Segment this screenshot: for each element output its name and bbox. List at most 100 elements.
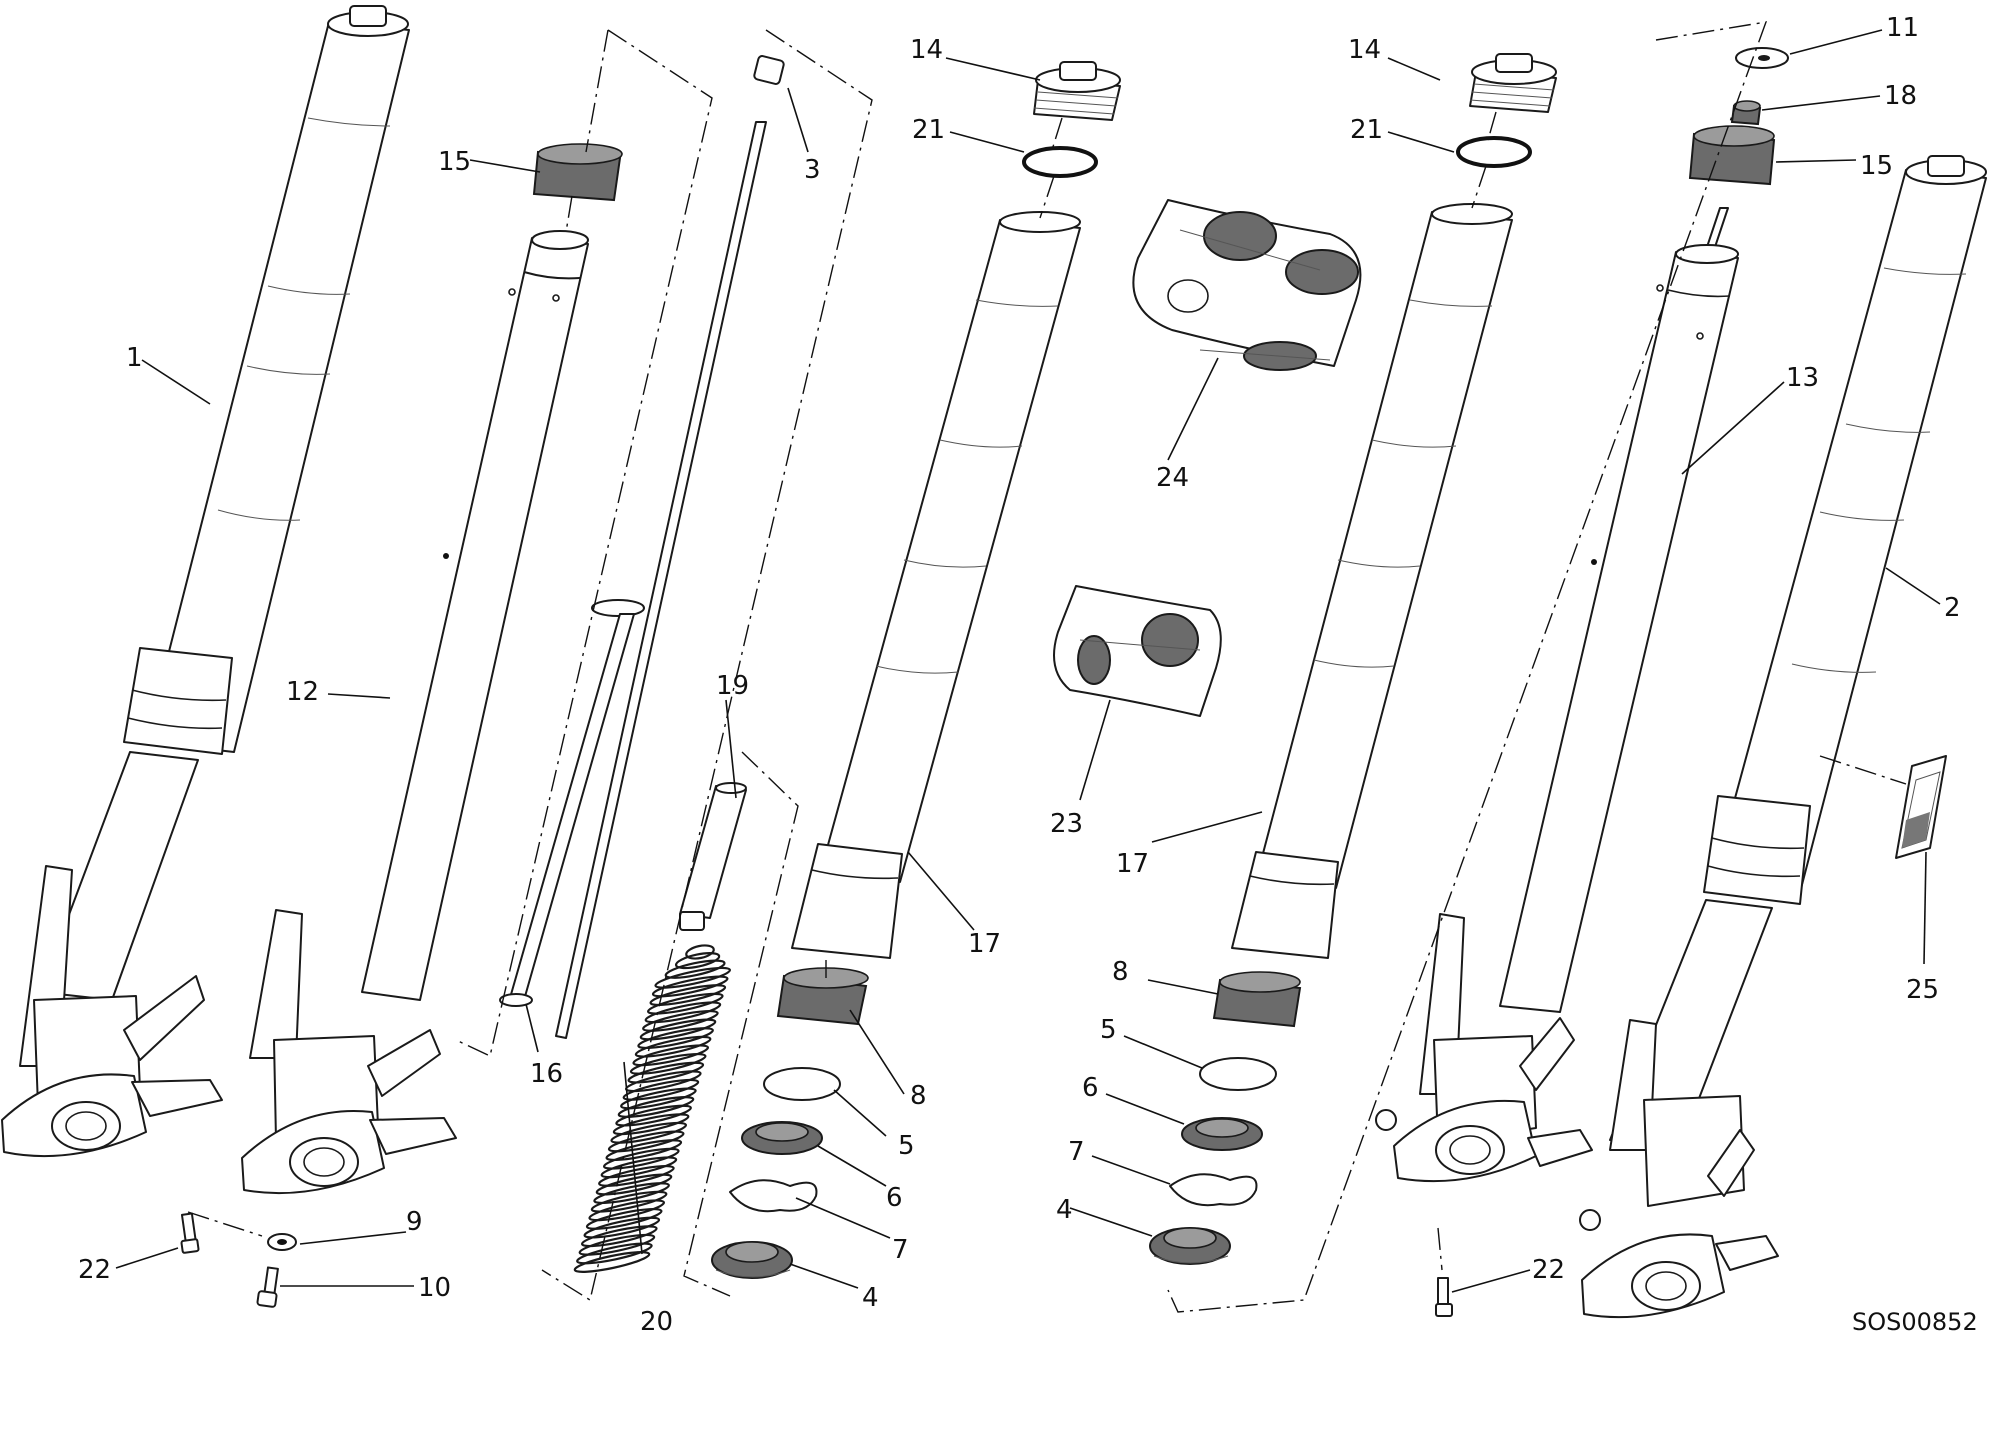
callout-11: 11 [1886, 13, 1919, 43]
part-upper-clamp [1132, 199, 1362, 371]
spring-coil [607, 1130, 685, 1153]
part-fork-leg-right-assembly [1579, 155, 1987, 1319]
spring-coil [647, 992, 724, 1015]
assembly-lines [187, 21, 1907, 1313]
spring-coil [674, 952, 721, 970]
callout-4-left: 4 [862, 1283, 879, 1313]
spring-coil [590, 1190, 668, 1213]
callout-9: 9 [406, 1207, 423, 1237]
part-spacer-right [1688, 125, 1776, 186]
spring-coil [605, 1139, 683, 1162]
part-screw-22-right [1435, 1277, 1453, 1317]
part-outer-tube-left [791, 211, 1081, 959]
part-inner-tube-right [1375, 207, 1739, 1183]
part-inner-tube-left [241, 230, 589, 1195]
spring-coil [593, 1182, 670, 1205]
spring-coil [600, 1156, 678, 1179]
part-reflector [1895, 755, 1947, 859]
spring-coil [612, 1113, 690, 1136]
callout-21-left: 21 [912, 115, 945, 145]
spring-coil [576, 1242, 653, 1265]
callout-14-left: 14 [910, 35, 943, 65]
spring-coil [627, 1061, 705, 1084]
callout-17-right: 17 [1116, 849, 1149, 879]
spring-coil [581, 1225, 658, 1248]
part-seal-6-left [741, 1121, 823, 1155]
spring-coil [617, 1096, 695, 1118]
spring-coil [622, 1078, 700, 1101]
spring-coil [620, 1087, 697, 1110]
callout-15-left: 15 [438, 147, 471, 177]
part-damper-rod [499, 55, 785, 1039]
spring-coil [632, 1044, 709, 1067]
spring-coil [588, 1199, 665, 1222]
spring-coil [637, 1027, 714, 1050]
part-top-cap-left [1033, 61, 1121, 121]
spring-coil [685, 944, 715, 960]
spring-coil [578, 1233, 656, 1256]
part-bushing-8-right [1212, 971, 1302, 1028]
callout-5-left: 5 [898, 1131, 915, 1161]
part-cartridge [679, 782, 747, 931]
callout-6-right: 6 [1082, 1073, 1099, 1103]
callout-16: 16 [530, 1059, 563, 1089]
part-outer-tube-right [1231, 203, 1513, 959]
callout-24: 24 [1156, 463, 1189, 493]
callout-10: 10 [418, 1273, 451, 1303]
callout-17-left: 17 [968, 929, 1001, 959]
callout-3: 3 [804, 155, 821, 185]
callout-15-right: 15 [1860, 151, 1893, 181]
part-screw-10 [256, 1266, 279, 1308]
spring-coil [585, 1207, 663, 1230]
callout-21-right: 21 [1350, 115, 1383, 145]
part-spacer-left [532, 143, 623, 202]
part-o-ring-right [1456, 136, 1532, 168]
spring-coil [651, 975, 729, 998]
spring-coil [644, 1001, 722, 1024]
callout-4-right: 4 [1056, 1195, 1073, 1225]
spring-coil [603, 1147, 680, 1170]
part-fork-leg-left-assembly [1, 5, 410, 1158]
callout-12: 12 [286, 677, 319, 707]
callout-25: 25 [1906, 975, 1939, 1005]
callout-1: 1 [126, 343, 143, 373]
spring-coil [639, 1018, 717, 1041]
part-screw-22-left [180, 1212, 200, 1254]
spring-coil [654, 966, 731, 989]
callout-6-left: 6 [886, 1183, 903, 1213]
callout-23: 23 [1050, 809, 1083, 839]
part-o-ring-left [1022, 146, 1098, 178]
drawing-code: SOS00852 [1852, 1308, 1978, 1336]
part-clip-7-left [729, 1179, 818, 1213]
spring-coil [642, 1009, 719, 1032]
part-top-cap-right [1469, 53, 1557, 113]
spring-coil [649, 984, 727, 1007]
callout-19: 19 [716, 671, 749, 701]
callout-8-left: 8 [910, 1081, 927, 1111]
spring-coil [629, 1052, 707, 1075]
callout-numbers: 1 12 15 3 16 19 20 14 21 17 8 5 6 7 4 24… [78, 13, 1961, 1337]
part-nut-18 [1730, 100, 1762, 126]
spring-coil [583, 1216, 661, 1239]
callout-22-left: 22 [78, 1255, 111, 1285]
part-lower-clamp [1053, 585, 1222, 717]
callout-2: 2 [1944, 593, 1961, 623]
part-seal-6-right [1181, 1117, 1263, 1151]
part-dust-seal-4-left [711, 1241, 793, 1279]
part-washer-5-right [1199, 1057, 1277, 1091]
spring-coil [664, 959, 726, 979]
part-washer-5-left [763, 1067, 841, 1101]
spring-coil [610, 1121, 687, 1144]
spring-coil [573, 1251, 651, 1273]
callout-20: 20 [640, 1307, 673, 1337]
part-clip-7-right [1169, 1173, 1258, 1207]
callout-13: 13 [1786, 363, 1819, 393]
callout-7-left: 7 [892, 1235, 909, 1265]
part-dust-seal-4-right [1149, 1227, 1231, 1265]
callout-14-right: 14 [1348, 35, 1381, 65]
callout-5-right: 5 [1100, 1015, 1117, 1045]
callout-22-right: 22 [1532, 1255, 1565, 1285]
callout-7-right: 7 [1068, 1137, 1085, 1167]
